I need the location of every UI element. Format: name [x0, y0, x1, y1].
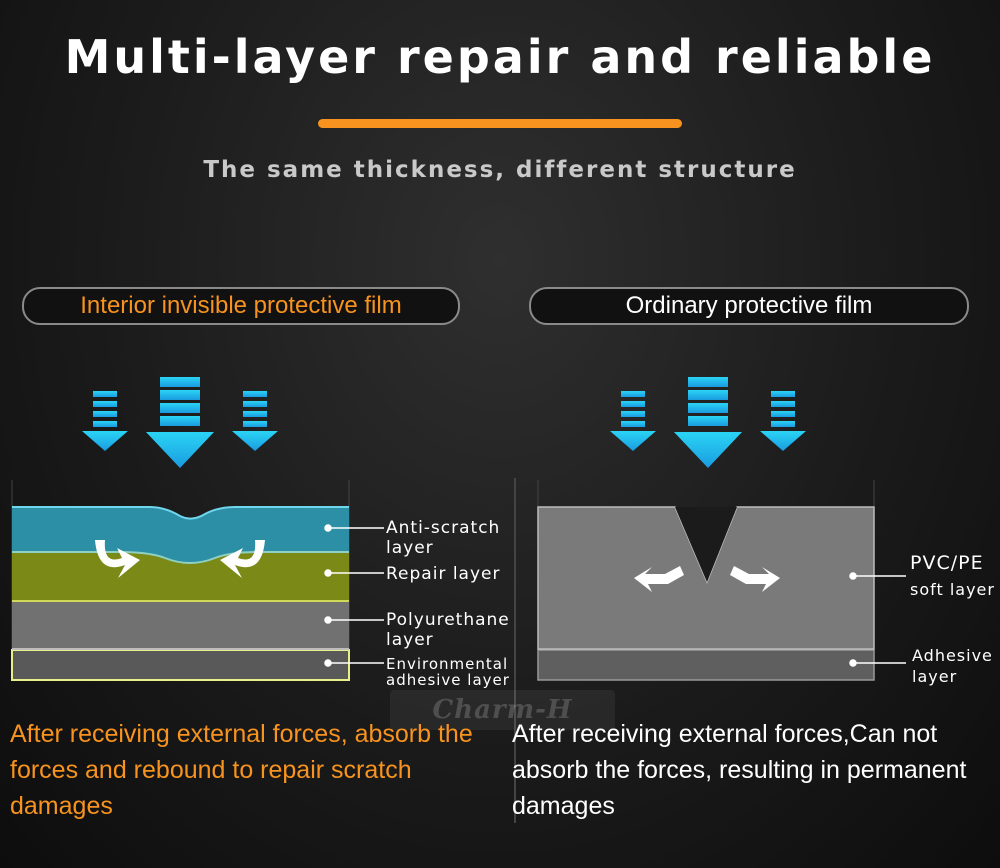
page-subtitle: The same thickness, different structure — [203, 157, 797, 183]
left-film-layers — [11, 480, 384, 681]
repair-layer — [12, 552, 349, 601]
page-title: Multi-layer repair and reliable — [64, 30, 936, 84]
right-caption: After receiving external forces,Can not … — [512, 720, 967, 820]
adhesive-label-line1: Adhesive — [912, 646, 993, 665]
environmental-label-line2: adhesive layer — [386, 671, 510, 689]
anti-scratch-label: Anti-scratch layer — [386, 518, 501, 558]
force-arrow-icon — [674, 377, 742, 468]
repair-layer-label: Repair layer — [386, 564, 501, 584]
rebound-arrow-icon — [95, 540, 140, 578]
force-arrow-icon — [146, 377, 214, 468]
rebound-arrow-icon — [220, 540, 265, 578]
right-film-layers — [537, 480, 906, 681]
right-panel-heading: Ordinary protective film — [529, 287, 969, 325]
force-arrow-icon — [232, 391, 278, 451]
panel-divider — [514, 478, 516, 823]
environmental-label-line1: Environmental — [386, 655, 509, 673]
pvc-pe-soft-layer — [537, 506, 875, 650]
force-arrow-icon — [610, 391, 656, 451]
force-arrows-right — [610, 377, 806, 468]
accent-divider — [318, 119, 682, 128]
adhesive-layer — [537, 649, 875, 681]
pvc-label-line1: PVC/PE — [910, 552, 984, 574]
watermark-logo: Charm-H — [390, 690, 615, 730]
spread-arrow-icon — [634, 566, 780, 592]
force-arrows-left — [82, 377, 278, 468]
adhesive-label-line2: layer — [912, 667, 958, 686]
polyurethane-layer — [12, 601, 349, 649]
left-panel-heading: Interior invisible protective film — [22, 287, 460, 325]
pvc-label-line2: soft layer — [910, 580, 995, 599]
scratch-notch — [675, 507, 737, 582]
anti-scratch-layer — [12, 507, 349, 563]
polyurethane-label: Polyurethane layer — [386, 610, 510, 650]
force-arrow-icon — [760, 391, 806, 451]
left-caption: After receiving external forces, absorb … — [10, 720, 473, 820]
environmental-adhesive-layer — [11, 649, 350, 681]
force-arrow-icon — [82, 391, 128, 451]
